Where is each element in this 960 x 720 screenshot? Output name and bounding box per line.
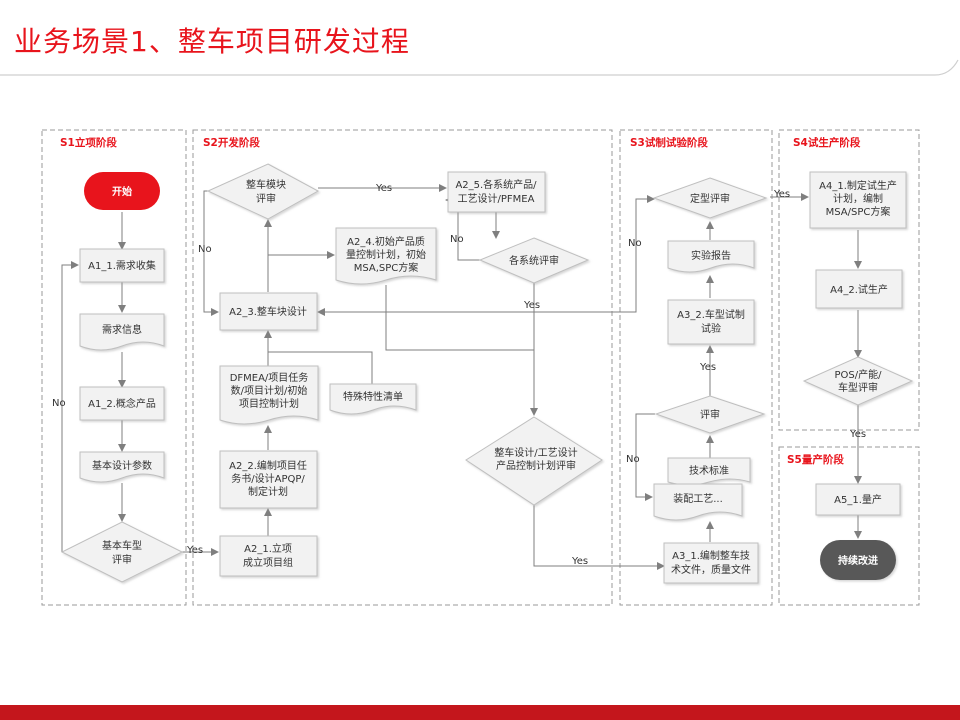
final-review-diamond[interactable] xyxy=(652,177,768,219)
req-info-label: 需求信息 xyxy=(102,323,142,336)
header-divider xyxy=(0,59,959,76)
a2-1-line1: A2_1.立项 xyxy=(244,542,292,555)
a3-2-line2: 试验 xyxy=(701,322,721,335)
stage-s3-box xyxy=(619,129,773,606)
special-doc[interactable] xyxy=(329,383,417,415)
basic-review-line2: 评审 xyxy=(112,553,132,566)
sys-review-label: 各系统评审 xyxy=(509,254,559,267)
stage-s3-label: S3试制试验阶段 xyxy=(630,136,708,149)
a3-1-line1: A3_1.编制整车技 xyxy=(672,549,750,562)
a2-4-line1: A2_4.初始产品质 xyxy=(347,235,425,248)
a4-2-label: A4_2.试生产 xyxy=(830,283,888,296)
special-label: 特殊特性清单 xyxy=(343,390,403,403)
improve-label: 持续改进 xyxy=(838,554,878,567)
dfmea-line2: 数/项目计划/初始 xyxy=(231,384,308,397)
pos-review-line1: POS/产能/ xyxy=(835,368,883,381)
edge-label-yes: Yes xyxy=(523,300,540,311)
improve-node[interactable] xyxy=(820,540,896,580)
a2-5-node[interactable] xyxy=(447,171,546,213)
flowchart: S1立项阶段 S2开发阶段 S3试制试验阶段 S4试生产阶段 S5量产阶段 xyxy=(41,129,920,606)
a4-2-node[interactable] xyxy=(815,269,903,309)
req-info-doc[interactable] xyxy=(79,313,165,351)
dfmea-doc[interactable] xyxy=(219,365,319,425)
tech-std-label: 技术标准 xyxy=(689,464,729,477)
start-node-label: 开始 xyxy=(112,185,132,198)
pos-review-line2: 车型评审 xyxy=(838,381,878,394)
a1-1-label: A1_1.需求收集 xyxy=(88,259,156,272)
edge-label-yes: Yes xyxy=(186,545,203,556)
module-review-diamond[interactable] xyxy=(206,163,320,220)
module-review-line1: 整车模块 xyxy=(246,178,286,191)
basic-params-label: 基本设计参数 xyxy=(92,459,152,472)
edge-label-yes: Yes xyxy=(699,362,716,373)
test-report-doc[interactable] xyxy=(667,240,755,273)
vehicle-review-line2: 产品控制计划评审 xyxy=(496,459,576,472)
a4-1-line2: 计划，编制 xyxy=(833,192,883,205)
a1-2-node[interactable] xyxy=(79,386,165,421)
a2-2-line1: A2_2.编制项目任 xyxy=(229,459,307,472)
assembly-doc[interactable] xyxy=(653,483,743,521)
final-review-label: 定型评审 xyxy=(690,192,730,205)
a4-1-node[interactable] xyxy=(809,171,907,229)
stage-s5-label: S5量产阶段 xyxy=(787,453,844,466)
a5-1-node[interactable] xyxy=(815,483,901,516)
stage-s4-box xyxy=(778,129,920,431)
a4-1-line3: MSA/SPC方案 xyxy=(826,205,891,218)
vehicle-review-diamond[interactable] xyxy=(465,416,603,506)
edge-label-yes: Yes xyxy=(571,556,588,567)
module-review-line2: 评审 xyxy=(256,192,276,205)
edge-label-yes: Yes xyxy=(773,189,790,200)
edge-label-yes: Yes xyxy=(849,429,866,440)
basic-params-doc[interactable] xyxy=(79,451,165,483)
a2-3-label: A2_3.整车块设计 xyxy=(229,305,307,318)
basic-review-diamond[interactable] xyxy=(60,521,184,583)
a2-4-doc[interactable] xyxy=(335,227,437,285)
basic-review-line1: 基本车型 xyxy=(102,539,142,552)
footer-bar xyxy=(0,705,960,720)
a2-5-line2: 工艺设计/PFMEA xyxy=(458,192,535,205)
a2-2-node[interactable] xyxy=(219,450,318,509)
dfmea-line1: DFMEA/项目任务 xyxy=(230,371,309,384)
pos-review-diamond[interactable] xyxy=(802,356,914,406)
a2-1-node[interactable] xyxy=(219,535,318,577)
a3-1-line2: 术文件，质量文件 xyxy=(671,563,751,576)
a2-3-node[interactable] xyxy=(219,292,318,331)
edge-label-no: No xyxy=(450,234,464,245)
vehicle-review-line1: 整车设计/工艺设计 xyxy=(494,446,577,459)
stage-s2-box xyxy=(192,129,613,606)
a1-2-label: A1_2.概念产品 xyxy=(88,397,156,410)
stage-s1-box xyxy=(41,129,187,606)
a2-2-line3: 制定计划 xyxy=(248,485,288,498)
a2-4-line3: MSA,SPC方案 xyxy=(354,261,419,274)
edge-label-yes: Yes xyxy=(375,183,392,194)
review-label: 评审 xyxy=(700,408,720,421)
a5-1-label: A5_1.量产 xyxy=(834,493,882,506)
sys-review-diamond[interactable] xyxy=(478,237,590,284)
edge-label-no: No xyxy=(626,454,640,465)
dfmea-line3: 项目控制计划 xyxy=(239,397,299,410)
test-report-label: 实验报告 xyxy=(691,249,731,262)
edge-label-no: No xyxy=(628,238,642,249)
a3-2-node[interactable] xyxy=(667,299,755,345)
page-title: 业务场景1、整车项目研发过程 xyxy=(14,25,410,58)
a3-1-node[interactable] xyxy=(663,542,759,584)
a3-2-line1: A3_2.车型试制 xyxy=(677,308,745,321)
edge-label-no: No xyxy=(198,244,212,255)
start-node[interactable] xyxy=(84,172,160,210)
a2-1-line2: 成立项目组 xyxy=(243,556,293,569)
a2-2-line2: 务书/设计APQP/ xyxy=(231,472,305,485)
stage-s5-box xyxy=(778,446,920,606)
a2-5-line1: A2_5.各系统产品/ xyxy=(455,178,537,191)
assembly-label: 装配工艺... xyxy=(673,492,723,505)
a4-1-line1: A4_1.制定试生产 xyxy=(819,179,897,192)
a1-1-node[interactable] xyxy=(79,248,165,283)
review-diamond[interactable] xyxy=(654,395,766,434)
edge-label-no: No xyxy=(52,398,66,409)
stage-s4-label: S4试生产阶段 xyxy=(793,136,861,149)
a2-4-line2: 量控制计划，初始 xyxy=(346,248,426,261)
stage-s1-label: S1立项阶段 xyxy=(60,136,117,149)
stage-s2-label: S2开发阶段 xyxy=(203,136,260,149)
